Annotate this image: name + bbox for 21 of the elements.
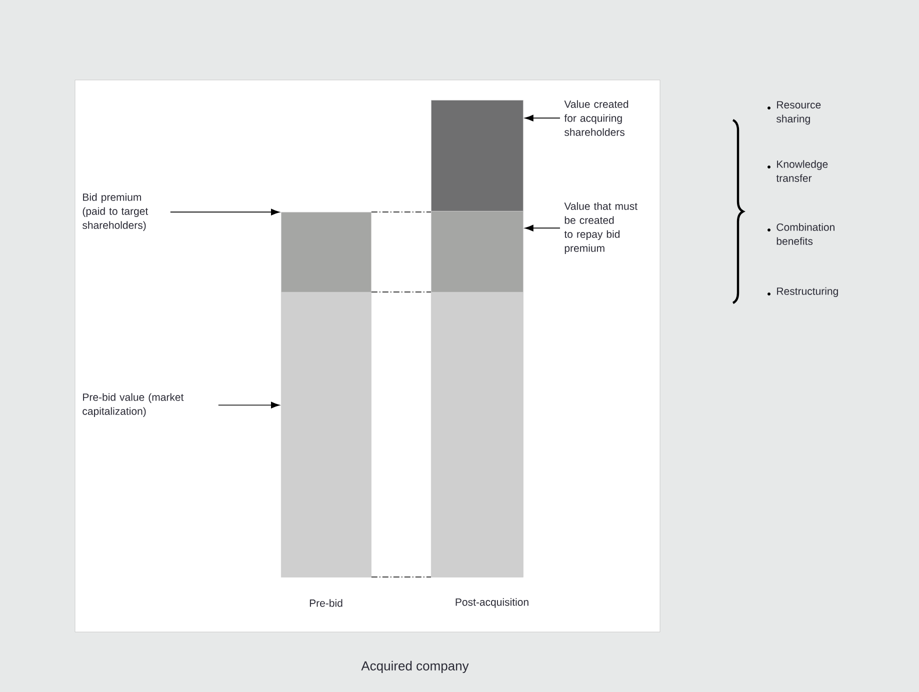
arrow (524, 114, 560, 122)
guide-line (371, 576, 432, 578)
bullet-item: Resource sharing (768, 101, 821, 125)
bullet-item: Combination benefits (768, 223, 834, 245)
annotation-text: Bid premium (paid to target shareholders) (82, 193, 148, 231)
bullet-item: Restructuring (768, 287, 838, 297)
bar-segment (281, 212, 372, 292)
annotation-text: Value that must be created to repay bid premium (564, 202, 638, 254)
caption: Acquired company (361, 660, 469, 674)
annotation-text: Pre-bid value (market capitalization) (82, 393, 184, 417)
arrow (218, 402, 280, 408)
bar-segment (281, 292, 372, 578)
bar-segment (431, 211, 524, 292)
bar-segment (431, 100, 524, 212)
annotation-text: Value created for acquiring shareholders (564, 100, 628, 136)
bar-label: Post-acquisition (456, 598, 528, 608)
bar-label: Pre-bid (310, 599, 342, 607)
arrow (524, 224, 560, 232)
bar-segment (431, 292, 524, 578)
arrow (170, 208, 280, 216)
bullet-item: Knowledge transfer (768, 160, 828, 182)
